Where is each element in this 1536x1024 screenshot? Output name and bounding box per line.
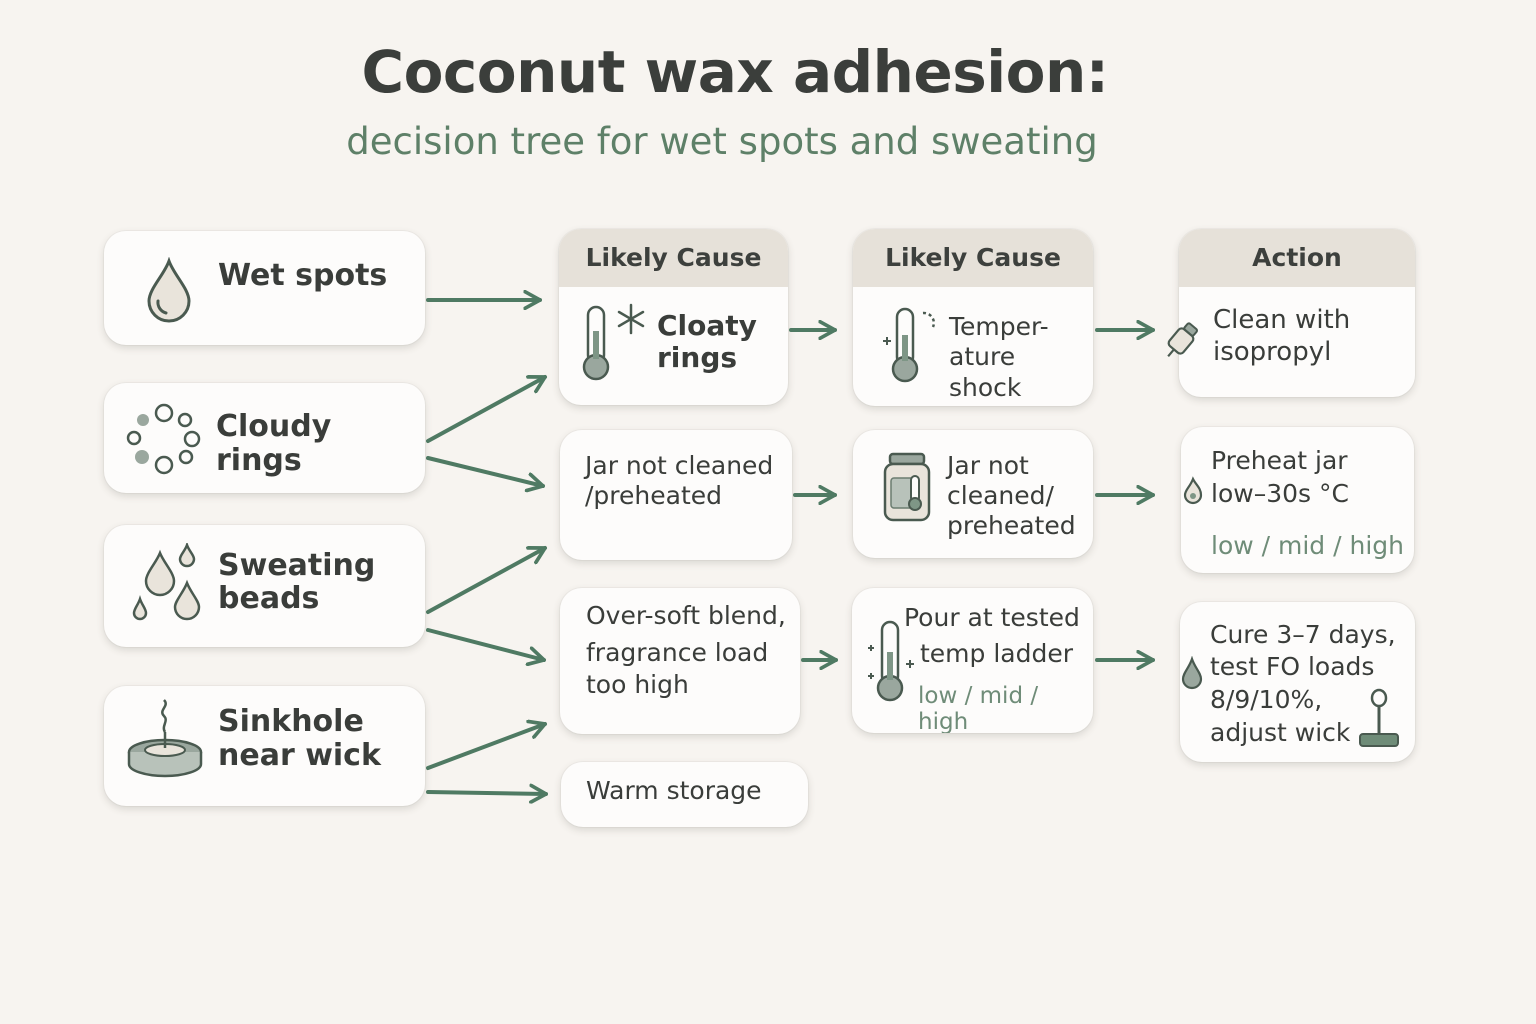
symptom-label: Wet spots bbox=[218, 258, 388, 293]
arrow bbox=[426, 628, 546, 660]
cause-card-warm-storage[interactable]: Warm storage bbox=[561, 762, 808, 827]
temp-ladder-label: low / mid / high bbox=[918, 683, 1039, 733]
arrow bbox=[426, 724, 547, 770]
wick-icon bbox=[1359, 688, 1399, 747]
symptom-label-line2: beads bbox=[218, 581, 320, 616]
diagram-title: Coconut wax adhesion: bbox=[361, 38, 1109, 106]
column-header: Action bbox=[1179, 229, 1415, 287]
cause-line1: Jar not cleaned bbox=[585, 451, 774, 480]
arrow bbox=[426, 456, 545, 486]
column-header: Likely Cause bbox=[853, 229, 1093, 287]
action-line3: 8/9/10%, bbox=[1210, 685, 1323, 714]
symptom-label-line1: Sweating bbox=[218, 548, 376, 583]
cause-line1: Cloaty bbox=[657, 309, 757, 342]
cause-line2: /preheated bbox=[585, 481, 722, 510]
temp-ladder-label: low / mid / high bbox=[1211, 531, 1404, 560]
arrow bbox=[426, 546, 547, 614]
cause-line2: fragrance load bbox=[586, 638, 769, 667]
jar-thermometer-icon bbox=[883, 452, 931, 522]
symptom-card-cloudy-rings[interactable]: Cloudy rings bbox=[104, 383, 425, 493]
symptom-label: Cloudy rings bbox=[216, 409, 332, 478]
cause-line2: cleaned/ bbox=[947, 481, 1054, 510]
action-line1: Cure 3–7 days, bbox=[1210, 620, 1396, 649]
cause-card-jar-not-cleaned[interactable]: Jar not cleaned /preheated bbox=[560, 430, 792, 560]
action-line1: Clean with bbox=[1213, 305, 1351, 335]
heat-icon bbox=[1183, 476, 1203, 505]
dropper-bottle-icon bbox=[1167, 322, 1198, 358]
arrow bbox=[426, 375, 547, 443]
dotted-ring-icon bbox=[126, 403, 201, 475]
symptom-card-wet-spots[interactable]: Wet spots bbox=[104, 231, 425, 345]
cause-line1: Warm storage bbox=[586, 776, 762, 805]
action-card-clean-isopropyl[interactable]: Action Clean with isopropyl bbox=[1179, 229, 1415, 397]
action-card-preheat-jar[interactable]: Preheat jar low–30s °C low / mid / high bbox=[1181, 427, 1414, 573]
droplet-icon bbox=[1181, 656, 1203, 690]
column-header: Likely Cause bbox=[559, 229, 788, 287]
thermometer-icon bbox=[883, 307, 936, 383]
droplet-icon bbox=[147, 257, 191, 323]
action-line2: test FO loads bbox=[1210, 652, 1375, 681]
cause-card-pour-temp-ladder[interactable]: Pour at tested temp ladder low / mid / h… bbox=[852, 588, 1093, 733]
symptom-label-line2: near wick bbox=[218, 738, 381, 773]
cause-card-temperature-shock[interactable]: Likely Cause Temper- ature shock bbox=[853, 229, 1093, 406]
action-line1: Preheat jar bbox=[1211, 446, 1348, 475]
action-card-cure[interactable]: Cure 3–7 days, test FO loads 8/9/10%, ad… bbox=[1180, 602, 1415, 762]
cause-line2: rings bbox=[657, 341, 738, 374]
action-line2: low–30s °C bbox=[1211, 479, 1349, 508]
cause-line1: Pour at tested bbox=[904, 603, 1080, 632]
thermometer-icon bbox=[868, 620, 914, 702]
symptom-card-sinkhole[interactable]: Sinkhole near wick bbox=[104, 686, 425, 806]
cause-line2: ature bbox=[949, 342, 1016, 371]
cause-card-jar-not-cleaned-2[interactable]: Jar not cleaned/ preheated bbox=[853, 430, 1093, 558]
action-line4: adjust wick bbox=[1210, 718, 1351, 747]
cause-line1: Jar not bbox=[947, 451, 1029, 480]
cause-line3: shock bbox=[949, 373, 1022, 402]
cause-line2: temp ladder bbox=[920, 639, 1074, 668]
diagram-subtitle: decision tree for wet spots and sweating bbox=[346, 120, 1098, 163]
sinkhole-candle-icon bbox=[127, 699, 203, 778]
thermometer-snowflake-icon bbox=[582, 303, 645, 381]
cause-line1: Temper- bbox=[949, 312, 1049, 341]
cause-line3: too high bbox=[586, 670, 689, 699]
droplets-icon bbox=[132, 543, 201, 621]
cause-line3: preheated bbox=[947, 511, 1076, 540]
symptom-card-sweating-beads[interactable]: Sweating beads bbox=[104, 525, 425, 647]
cause-card-cloaty-rings[interactable]: Likely Cause Cloaty rings bbox=[559, 229, 788, 405]
symptom-label-line1: Sinkhole bbox=[218, 704, 364, 739]
action-line2: isopropyl bbox=[1213, 337, 1332, 367]
arrow bbox=[426, 792, 548, 794]
cause-line1: Over-soft blend, bbox=[586, 601, 786, 630]
cause-card-over-soft-blend[interactable]: Over-soft blend, fragrance load too high bbox=[560, 588, 800, 734]
